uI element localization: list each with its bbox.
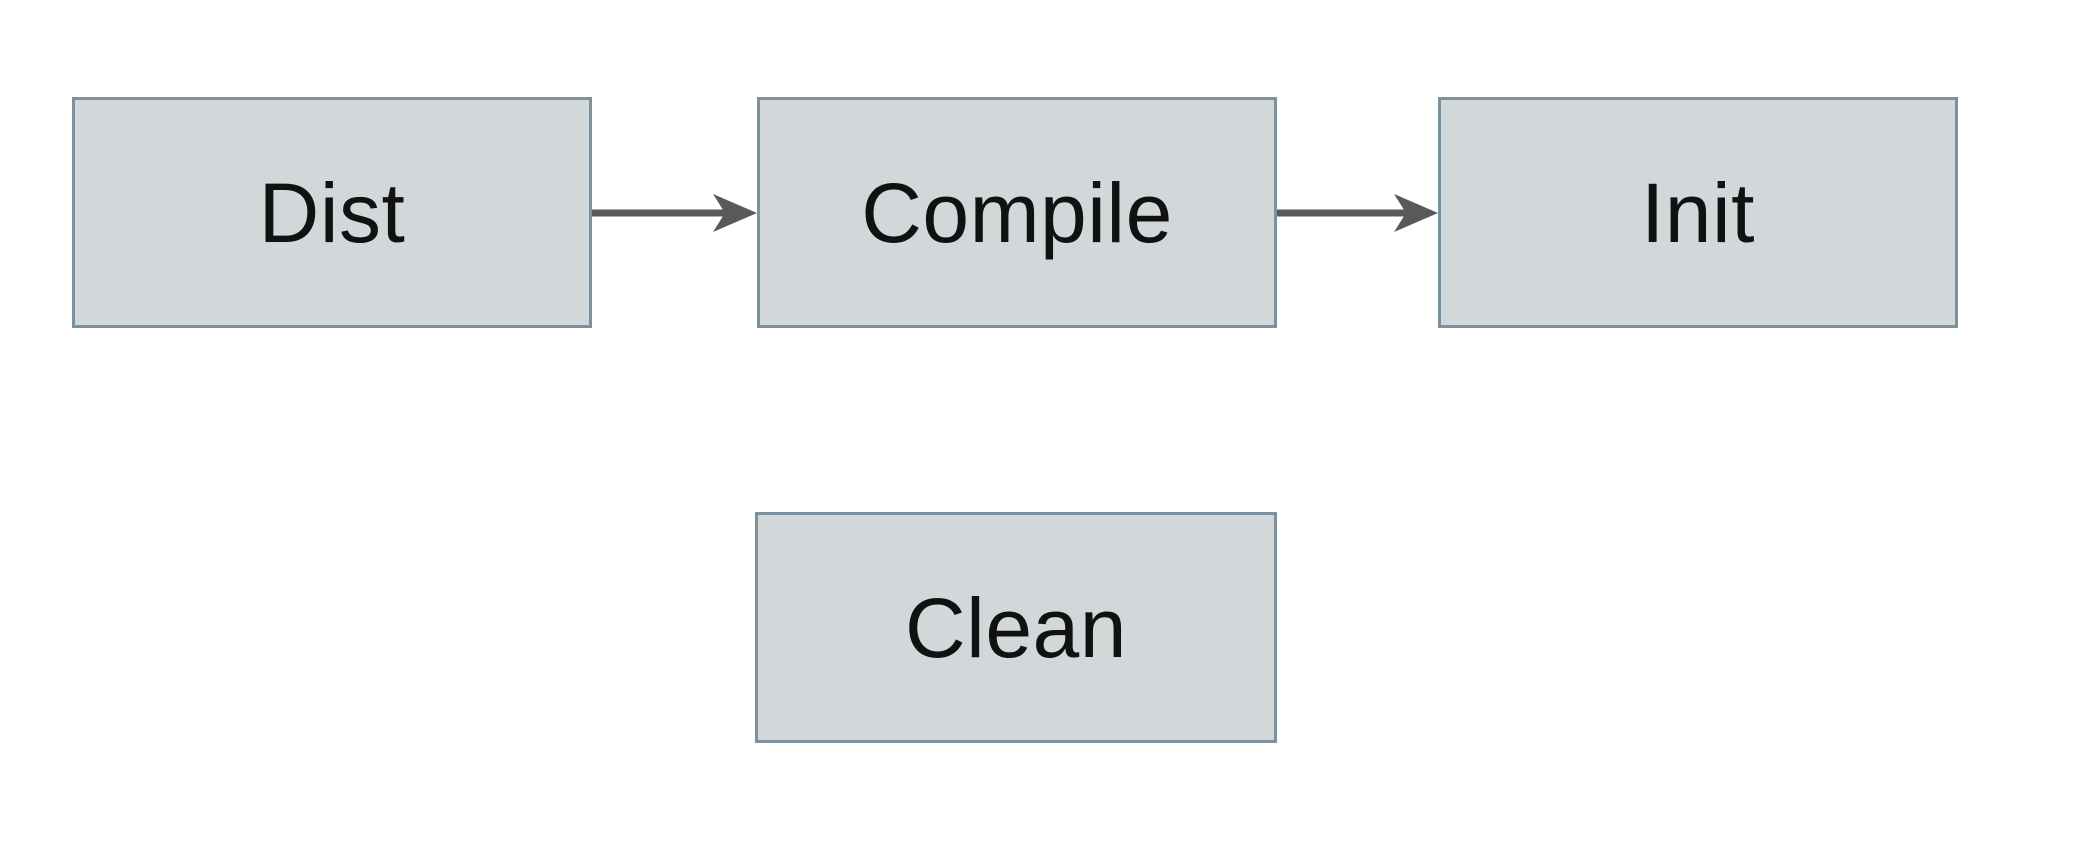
node-init: Init xyxy=(1438,97,1958,328)
node-dist: Dist xyxy=(72,97,592,328)
node-clean: Clean xyxy=(755,512,1277,743)
node-dist-label: Dist xyxy=(258,165,406,260)
node-compile-label: Compile xyxy=(861,165,1173,260)
arrow-dist-to-compile-icon xyxy=(592,194,757,232)
arrow-compile-to-init-icon xyxy=(1277,194,1438,232)
node-clean-label: Clean xyxy=(905,580,1127,675)
node-init-label: Init xyxy=(1640,165,1756,260)
node-compile: Compile xyxy=(757,97,1277,328)
